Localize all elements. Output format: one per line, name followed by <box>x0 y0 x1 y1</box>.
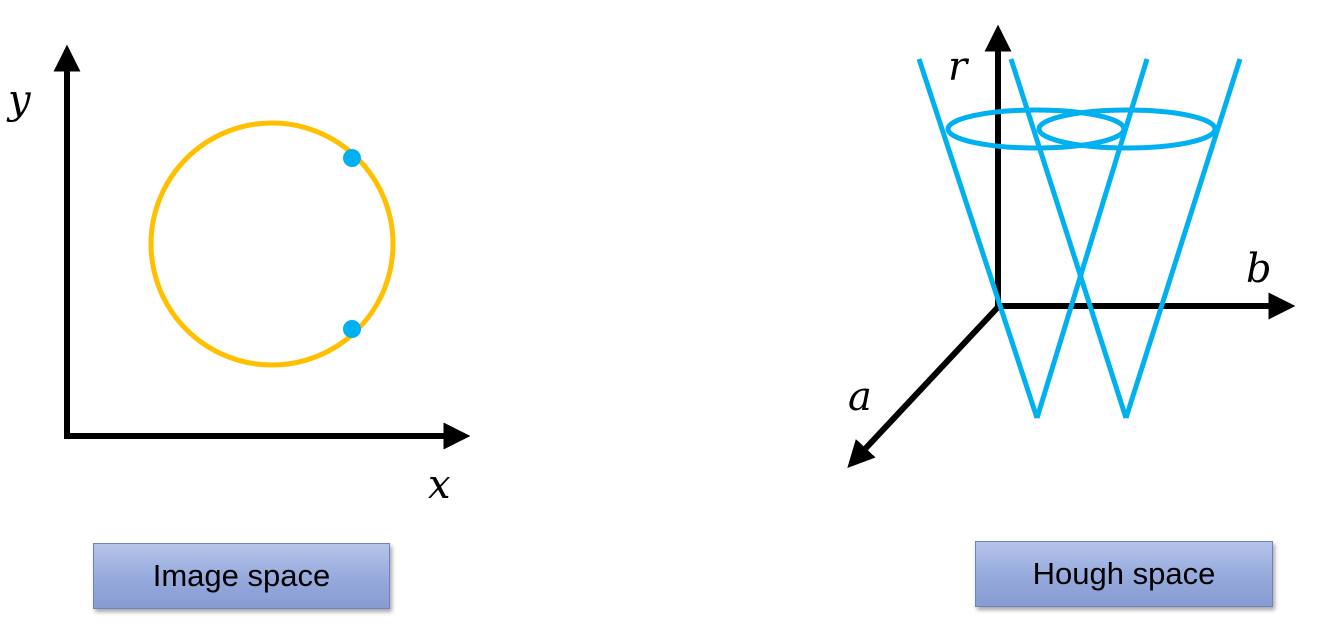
hough-space-caption: Hough space <box>975 541 1273 607</box>
cone-2-right-edge <box>1123 58 1243 419</box>
edge-point-lower <box>343 320 361 338</box>
hough-space-panel: r b a <box>847 24 1296 468</box>
image-space-circle <box>148 120 396 368</box>
x-axis-label: x <box>428 462 451 508</box>
image-space-caption: Image space <box>93 543 390 609</box>
y-axis-label: y <box>6 77 32 123</box>
cone-1-ellipse <box>945 107 1127 151</box>
r-axis-label: r <box>948 44 970 90</box>
image-space-panel: y x <box>6 44 471 508</box>
hough-a-axis <box>847 303 1002 468</box>
cone-1-left-edge <box>916 58 1040 419</box>
cone-point-2 <box>1008 58 1243 419</box>
cone-2-left-edge <box>1008 58 1129 419</box>
cone-point-1 <box>916 58 1150 419</box>
edge-point-upper <box>343 149 361 167</box>
a-axis-label: a <box>848 374 872 420</box>
cone-2-ellipse <box>1036 107 1218 151</box>
cone-1-right-edge <box>1034 58 1150 419</box>
b-axis-label: b <box>1246 246 1272 292</box>
